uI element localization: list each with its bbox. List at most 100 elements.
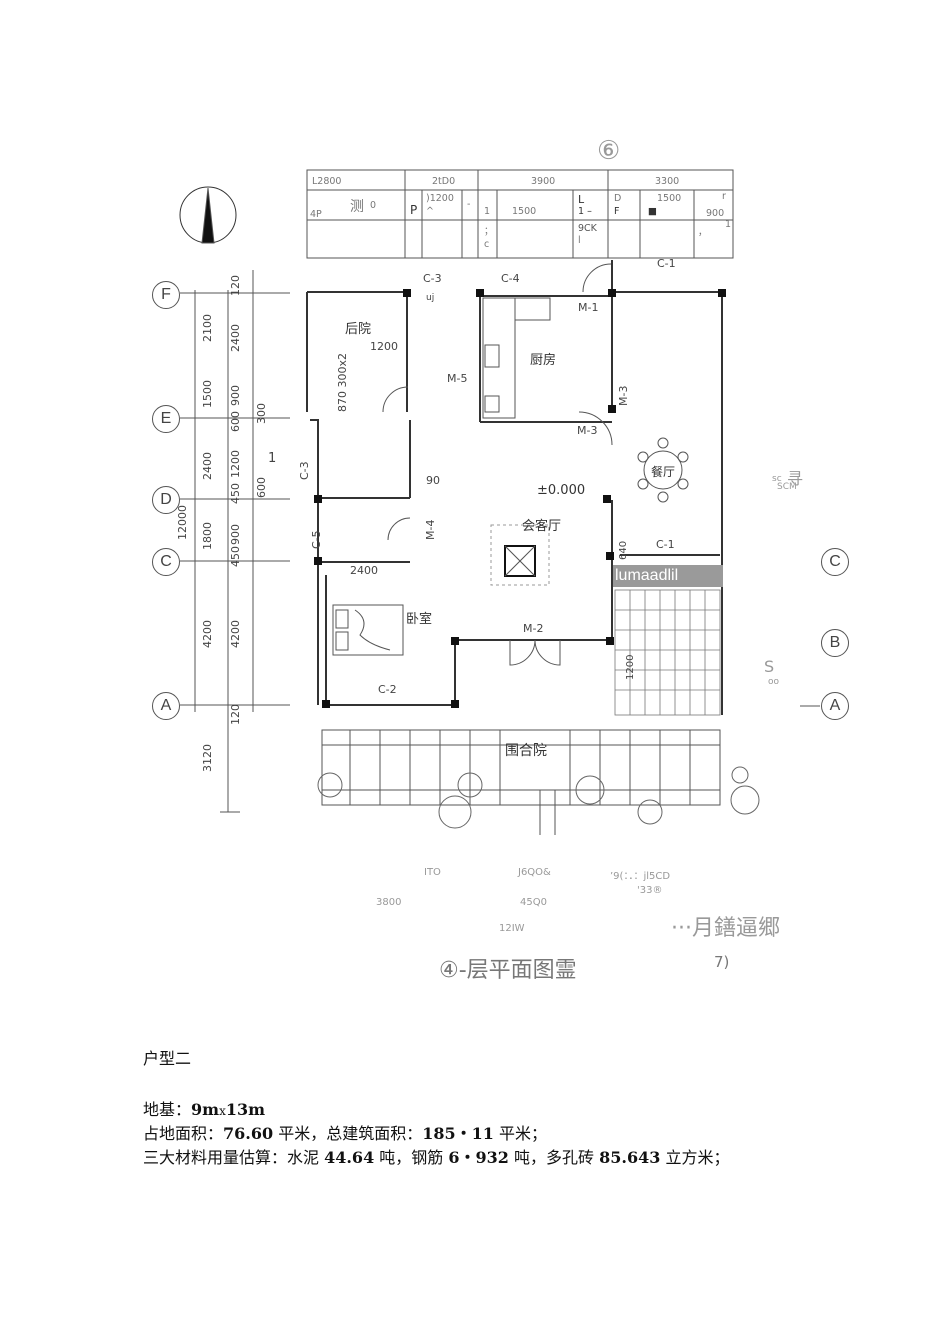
vdim-1200: 1200 (229, 450, 242, 478)
label-dim-640: 640 (618, 540, 629, 560)
header-cell-dash: - (467, 199, 471, 210)
bottom-dim-3800: 3800 (376, 897, 402, 908)
floor-plan-drawing (179, 169, 820, 835)
label-dim-1200: 1200 (370, 340, 398, 353)
label-c2: C-2 (378, 683, 397, 696)
top-axis-circle: ⑥ (597, 136, 621, 166)
vdim-1500: 1500 (201, 380, 214, 408)
vdim-900-a: 900 (229, 385, 242, 406)
label-section-1: 1 (268, 451, 277, 466)
vdim-300: 300 (255, 403, 268, 424)
brick-amount: 85.643 (599, 1148, 661, 1167)
footprint-area: 76.60 (223, 1124, 274, 1143)
vdim-2400-inner: 2400 (229, 324, 242, 352)
bottom-dim-12iw: 12IW (499, 923, 525, 934)
header-cell-f: F (614, 206, 620, 217)
label-m1: M-1 (578, 301, 599, 314)
label-c5: C-5 (310, 530, 323, 549)
axis-b-right: B (821, 629, 849, 657)
bottom-dim-j6qo: J6QO& (518, 867, 551, 878)
label-dim-2400: 2400 (350, 564, 378, 577)
header-cell-c: c (484, 239, 490, 250)
area-unit: 平米； (493, 1124, 547, 1143)
label-dim-1200b: 1200 (625, 654, 636, 680)
label-m5: M-5 (447, 372, 468, 385)
label-m2: M-2 (523, 622, 544, 635)
axis-e: E (152, 405, 180, 433)
vdim-1800: 1800 (201, 522, 214, 550)
label-uj: uj (426, 293, 435, 303)
label-c1-top: C-1 (657, 257, 676, 270)
bottom-dim-9: ’9(：．：jl5CD (610, 871, 671, 882)
room-dining: 餐厅 (651, 465, 676, 479)
label-m4: M-4 (424, 519, 437, 540)
vdim-4200-outer: 4200 (201, 620, 214, 648)
room-kitchen: 厨房 (530, 353, 557, 368)
header-cell-ce: 测 (350, 199, 364, 215)
note-s: S (764, 657, 775, 676)
caption-title: ④-层平面图霊 (439, 958, 577, 983)
note-sc: sc (772, 474, 782, 484)
materials-unit: 立方米； (660, 1148, 730, 1167)
label-c3-left: C-3 (298, 461, 311, 480)
header-cell-semi: ； (484, 226, 494, 237)
header-cell-0: 0 (370, 200, 377, 211)
vdim-450-b: 450 (229, 546, 242, 567)
label-c4: C-4 (501, 272, 520, 285)
note-scm: SCM (777, 482, 797, 492)
header-cell-1500a: 1500 (512, 206, 537, 217)
cement-amount: 44.64 (324, 1148, 375, 1167)
foundation-length: 13m (225, 1100, 266, 1119)
area-label: 占地面积： (143, 1124, 224, 1143)
header-cell-block: ■ (648, 206, 657, 217)
total-area: 185・11 (422, 1124, 494, 1143)
materials-brick-label: 吨，多孔砖 (508, 1148, 600, 1167)
axis-f: F (152, 281, 180, 309)
room-courtyard: 围合院 (505, 743, 547, 759)
header-dim-2: 2tD0 (432, 176, 456, 187)
caption-right: ···月鐥逼郷 (671, 916, 780, 941)
caption-seven: 7) (714, 953, 730, 971)
room-back-yard: 后院 (345, 322, 372, 337)
label-m3-b: M-3 (617, 385, 630, 406)
foundation-label: 地基： (143, 1100, 192, 1119)
vdim-900-b: 900 (229, 524, 242, 545)
header-cell-1500b: 1500 (657, 193, 682, 204)
vdim-3120: 3120 (201, 744, 214, 772)
axis-a-right: A (821, 692, 849, 720)
area-line: 占地面积：76.60 平米，总建筑面积：185・11 平米； (143, 1120, 547, 1144)
materials-line: 三大材料用量估算：水泥 44.64 吨，钢筋 6・932 吨，多孔砖 85.64… (143, 1144, 729, 1168)
area-mid: 平米，总建筑面积： (273, 1124, 423, 1143)
header-cell-1200: )1200 (426, 193, 454, 204)
label-dim-90: 90 (426, 474, 440, 487)
vdim-600-b: 600 (255, 477, 268, 498)
header-cell-l2: l (578, 235, 581, 246)
vdim-12000: 12000 (176, 505, 189, 540)
foundation-line: 地基：9mx13m (143, 1096, 265, 1120)
note-xun: 寻 (787, 469, 804, 488)
steel-amount: 6・932 (448, 1148, 509, 1167)
room-level: ±0.000 (537, 483, 586, 498)
label-c3-top: C-3 (423, 272, 442, 285)
materials-label: 三大材料用量估算：水泥 (143, 1148, 325, 1167)
foundation-times: x (219, 1104, 226, 1118)
header-cell-p: P (410, 203, 418, 217)
label-c1-mid: C-1 (656, 538, 675, 551)
label-m3-a: M-3 (577, 424, 598, 437)
header-cell-900: 900 (706, 208, 725, 219)
header-cell-4p: 4P (310, 209, 322, 220)
materials-steel-label: 吨，钢筋 (374, 1148, 449, 1167)
overlay-label: lumaadlil (613, 565, 723, 587)
vdim-120-bottom: 120 (229, 704, 242, 725)
header-cell-9ck: 9CK (578, 223, 597, 234)
bottom-dim-45q0: 45Q0 (520, 897, 547, 908)
header-cell-caret: ^ (426, 206, 434, 217)
header-cell-1b: 1 (725, 219, 732, 230)
header-cell-r: r (722, 191, 726, 202)
header-cell-1: 1 (484, 206, 491, 217)
vdim-2400-outer: 2400 (201, 452, 214, 480)
vdim-2100: 2100 (201, 314, 214, 342)
label-dim-870: 870 300x2 (336, 353, 349, 412)
vdim-450-a: 450 (229, 483, 242, 504)
header-dim-4: 3300 (655, 176, 680, 187)
